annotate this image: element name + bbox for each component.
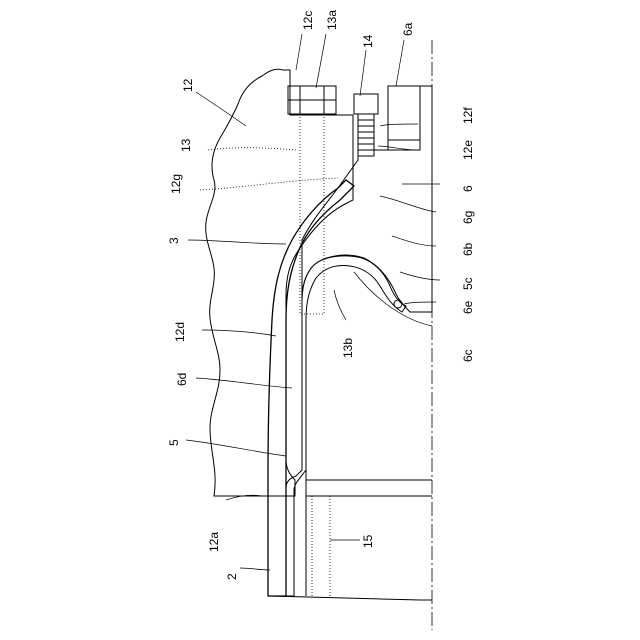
label-13b: 13b bbox=[341, 338, 355, 358]
label-6b: 6b bbox=[461, 242, 475, 256]
label-12f: 12f bbox=[461, 107, 475, 124]
label-12e: 12e bbox=[461, 140, 475, 160]
screw-threads-14 bbox=[358, 120, 374, 150]
label-14: 14 bbox=[361, 34, 375, 48]
label-12g: 12g bbox=[169, 174, 183, 194]
label-3: 3 bbox=[167, 237, 181, 244]
label-12: 12 bbox=[181, 78, 195, 92]
label-5: 5 bbox=[167, 439, 181, 446]
label-6d: 6d bbox=[175, 373, 189, 386]
label-6g: 6g bbox=[461, 211, 475, 224]
label-12d: 12d bbox=[173, 322, 187, 342]
label-12c: 12c bbox=[301, 11, 315, 30]
housing-12 bbox=[206, 69, 353, 496]
label-13a: 13a bbox=[325, 10, 339, 30]
label-6c: 6c bbox=[461, 349, 475, 362]
screw-head-14 bbox=[354, 94, 378, 114]
label-6e: 6e bbox=[461, 300, 475, 314]
ring-5 bbox=[286, 256, 406, 596]
label-6: 6 bbox=[461, 185, 475, 192]
label-12a: 12a bbox=[207, 532, 221, 552]
label-6a: 6a bbox=[401, 22, 415, 36]
label-15: 15 bbox=[361, 534, 375, 548]
point-6e bbox=[394, 300, 402, 308]
label-13: 13 bbox=[179, 138, 193, 152]
label-5c: 5c bbox=[461, 277, 475, 290]
label-2: 2 bbox=[225, 573, 239, 580]
rubber-layer-3 bbox=[268, 180, 354, 596]
